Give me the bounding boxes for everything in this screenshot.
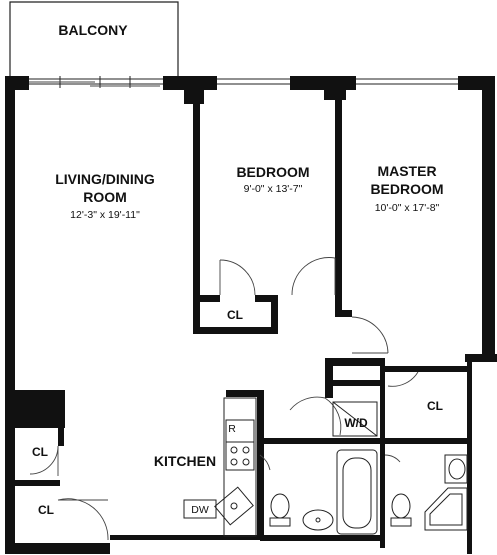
dishwasher-label: DW [191,504,209,516]
kitchen-counter [183,397,257,537]
balcony-outline [9,1,179,76]
living-room-label-line1: LIVING/DINING [55,171,155,187]
bedroom-closet-label: CL [227,308,243,322]
bathtub [336,449,378,535]
toilet-1 [269,493,291,527]
interior-walls [10,90,467,548]
hall-closet-label: CL [427,399,443,413]
kitchen-sink [214,486,254,526]
living-room-label-line2: ROOM [83,189,127,205]
refrigerator-label: R [228,423,236,435]
master-bedroom-label-line2: BEDROOM [370,181,443,197]
living-room-size: 12'-3" x 19'-11" [70,209,140,221]
balcony-label: BALCONY [58,22,128,38]
master-bedroom-label-line1: MASTER [377,163,436,179]
kitchen-label: KITCHEN [154,453,216,469]
bath-sink-1 [302,509,334,531]
washer-dryer-box [332,401,378,437]
stove [225,441,255,471]
bedroom-label: BEDROOM [236,164,309,180]
toilet-2 [390,493,412,527]
sliding-door [29,81,160,87]
master-bedroom-size: 10'-0" x 17'-8" [375,202,440,214]
bedroom-size: 9'-0" x 13'-7" [244,183,303,195]
shower [424,487,468,531]
left-closet-top-label: CL [32,445,48,459]
exterior-walls [5,76,497,554]
bath-sink-2 [444,454,468,484]
washer-dryer-label: W/D [344,416,368,430]
door-swings [29,257,419,541]
left-closet-bottom-label: CL [38,503,54,517]
